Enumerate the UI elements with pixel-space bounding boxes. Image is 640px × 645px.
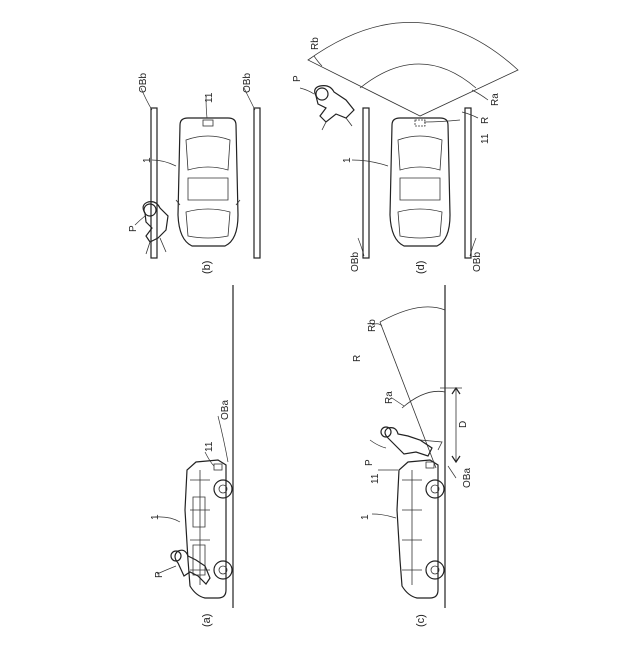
leader-sensor-d (424, 120, 460, 122)
label-wall-top-b: OBb (138, 73, 149, 93)
range-arc-ra-c (402, 391, 445, 408)
wall-bottom-b (254, 108, 260, 258)
label-rb-c: Rb (367, 319, 378, 332)
leader-sensor-a (205, 452, 214, 466)
label-vehicle-a: 1 (150, 514, 161, 520)
leader-rb-d (314, 56, 322, 66)
person-figure-c (381, 427, 442, 456)
label-vehicle-c: 1 (360, 514, 371, 520)
leader-person-b (135, 216, 145, 225)
person-figure-b (143, 202, 168, 254)
leader-ra-d (472, 90, 488, 100)
caption-a: (a) (201, 614, 213, 627)
label-wall-bottom-d: OBb (472, 252, 483, 272)
range-arc-rb-c (380, 307, 445, 322)
label-sensor-b: 11 (204, 92, 215, 103)
range-arc-ra-d (360, 64, 476, 88)
panel-a: P 1 11 OBa (a) (150, 285, 233, 627)
label-ra-d: Ra (490, 93, 501, 106)
label-person-c: P (364, 459, 375, 466)
leader-vehicle-c (372, 514, 396, 518)
vehicle-side-view-c (397, 460, 444, 598)
vehicle-top-view-b (176, 118, 240, 246)
leader-vehicle-b (152, 160, 176, 166)
label-person-a: P (154, 571, 165, 578)
label-wall-bottom-b: OBb (242, 73, 253, 93)
caption-d: (d) (415, 261, 427, 274)
label-range-d: R (480, 117, 491, 124)
label-vehicle-b: 1 (142, 157, 153, 163)
label-sensor-d: 11 (480, 133, 491, 144)
leader-person-d (300, 88, 314, 94)
caption-c: (c) (415, 614, 427, 627)
range-fan-rb-d (308, 22, 518, 116)
leader-range-d (462, 112, 478, 118)
leader-person-c (370, 440, 386, 448)
leader-obstacle-a (218, 416, 228, 462)
label-obstacle-c: OBa (462, 468, 473, 488)
leader-obstacle-c (448, 466, 456, 478)
label-range-c: R (352, 355, 363, 362)
label-sensor-c: 11 (370, 473, 381, 484)
wall-bottom-d (465, 108, 471, 258)
label-rb-d: Rb (310, 37, 321, 50)
label-ra-c: Ra (384, 391, 395, 404)
vehicle-top-view-d (390, 118, 450, 246)
wall-top-b (151, 108, 157, 258)
person-figure-a (171, 550, 210, 584)
leader-vehicle-d (352, 160, 388, 166)
label-sensor-a: 11 (204, 441, 215, 452)
panel-d: P 1 Rb Ra R 11 OBb OBb (d) (292, 22, 518, 274)
wall-top-d (363, 108, 369, 258)
label-person-d: P (292, 75, 303, 82)
person-figure-d (315, 86, 354, 130)
label-vehicle-d: 1 (342, 157, 353, 163)
vehicle-side-view-a (185, 460, 232, 598)
label-wall-top-d: OBb (350, 252, 361, 272)
caption-b: (b) (201, 261, 213, 274)
label-person-b: P (128, 225, 139, 232)
panel-b: P 1 11 OBb OBb (b) (128, 73, 260, 274)
panel-c: P 11 1 R Rb Ra D OBa (c) (352, 285, 473, 627)
label-obstacle-a: OBa (220, 400, 231, 420)
label-distance-c: D (458, 421, 469, 428)
